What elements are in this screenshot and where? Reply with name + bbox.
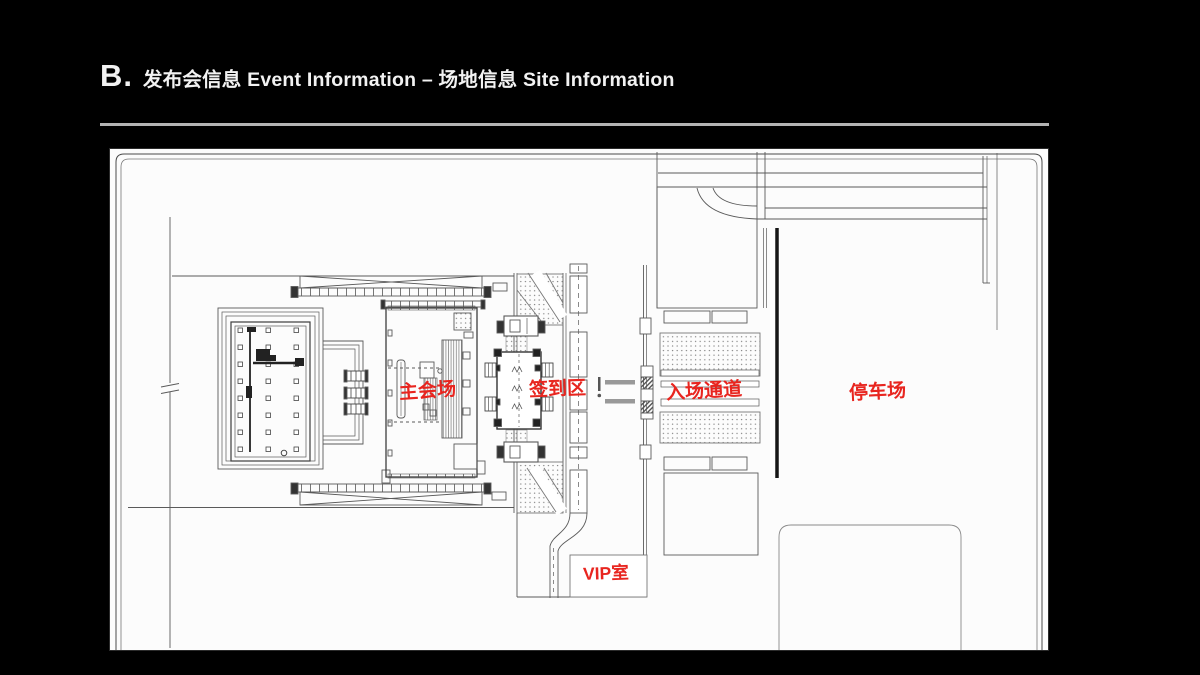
panel-inner-border bbox=[115, 153, 1043, 650]
old-building-plan bbox=[217, 307, 364, 470]
label-main-venue: 主会场 bbox=[398, 377, 456, 404]
label-vip-room: VIP室 bbox=[583, 562, 629, 584]
stage-truss-top bbox=[290, 275, 492, 310]
label-entrance: 入场通道 bbox=[665, 377, 742, 404]
roads-top bbox=[656, 152, 998, 330]
zone-labels: 主会场 签到区 入场通道 停车场 VIP室 bbox=[398, 376, 906, 584]
title-divider bbox=[100, 123, 1049, 126]
small-box-top bbox=[492, 282, 508, 292]
small-box-bottom bbox=[491, 491, 507, 501]
slide-title-text: 发布会信息 Event Information – 场地信息 Site Info… bbox=[143, 69, 675, 91]
vip-room-area bbox=[569, 554, 648, 598]
entry-drive bbox=[549, 263, 588, 598]
entrance-plaza bbox=[656, 186, 761, 556]
label-sign-in: 签到区 bbox=[528, 376, 587, 401]
main-venue-area bbox=[385, 305, 478, 479]
property-line-left bbox=[160, 217, 180, 648]
slide-title-letter: B. bbox=[100, 58, 133, 93]
parking-area bbox=[778, 524, 962, 650]
site-boundary-thick bbox=[763, 228, 779, 478]
site-plan-figure: 主会场 签到区 入场通道 停车场 VIP室 bbox=[110, 149, 1048, 650]
cad-drawing bbox=[128, 152, 998, 650]
sign-in-pavilions bbox=[484, 315, 554, 463]
site-plan-panel: 主会场 签到区 入场通道 停车场 VIP室 bbox=[109, 148, 1049, 651]
slide-title: B. 发布会信息 Event Information – 场地信息 Site I… bbox=[100, 58, 675, 94]
crossing-markers bbox=[597, 377, 635, 404]
label-parking: 停车场 bbox=[848, 378, 906, 404]
connector-stairs bbox=[343, 369, 369, 416]
entrance-gate-fence bbox=[639, 265, 654, 555]
